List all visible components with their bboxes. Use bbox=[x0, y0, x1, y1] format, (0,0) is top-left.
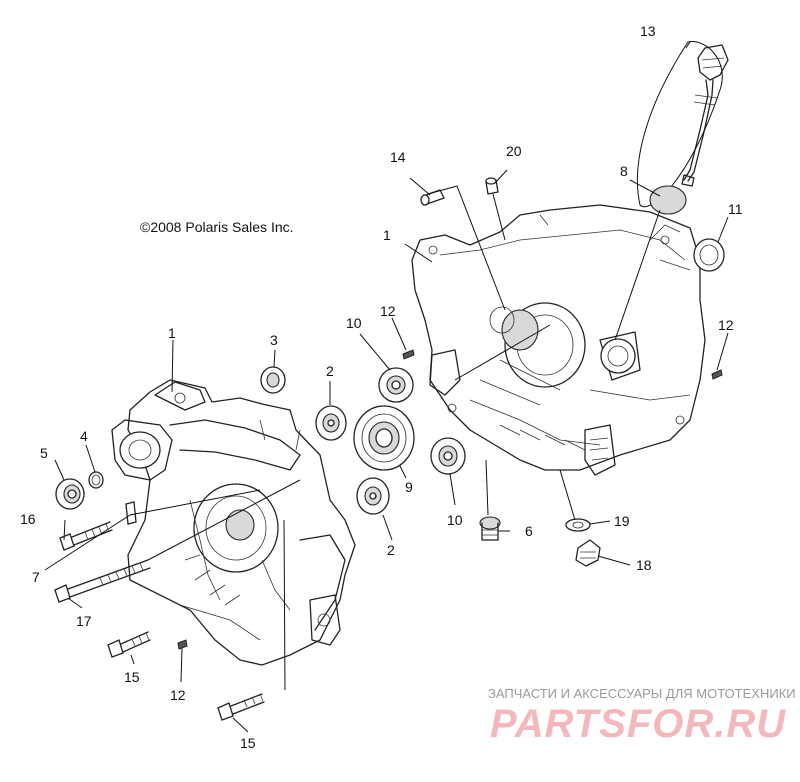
callout-19: 19 bbox=[614, 513, 630, 529]
dowel-pin-bottom bbox=[177, 639, 188, 650]
bearing-10-top bbox=[378, 367, 414, 403]
watermark: ЗАПЧАСТИ И АКСЕССУАРЫ ДЛЯ МОТОТЕХНИКИ PA… bbox=[488, 686, 796, 746]
callout-15-bottom: 15 bbox=[240, 735, 256, 751]
plug-18 bbox=[575, 539, 601, 567]
callout-1-right: 1 bbox=[383, 227, 391, 243]
callout-17: 17 bbox=[76, 613, 92, 629]
dowel-pin-right bbox=[711, 369, 723, 380]
callout-13: 13 bbox=[640, 23, 656, 39]
watermark-brand: PARTSFOR.RU bbox=[490, 702, 786, 746]
bolt-17 bbox=[54, 559, 151, 603]
o-ring bbox=[649, 185, 687, 215]
callout-12-top: 12 bbox=[380, 303, 396, 319]
leader-lines bbox=[44, 41, 729, 733]
bearing-10-bottom bbox=[430, 437, 466, 475]
callout-12-right: 12 bbox=[718, 317, 734, 333]
callout-18: 18 bbox=[636, 557, 652, 573]
left-crankcase-half bbox=[111, 379, 356, 666]
bolt-15-bottom bbox=[217, 693, 265, 721]
seal-right bbox=[693, 238, 725, 272]
callout-7: 7 bbox=[32, 569, 40, 585]
callout-8: 8 bbox=[620, 163, 628, 179]
bolt-15-left bbox=[107, 631, 151, 658]
callout-12-bottom: 12 bbox=[170, 687, 186, 703]
callout-15-left: 15 bbox=[124, 669, 140, 685]
bolt-16 bbox=[59, 521, 113, 551]
drain-plug-6 bbox=[479, 516, 501, 541]
callout-5: 5 bbox=[40, 445, 48, 461]
callout-3: 3 bbox=[270, 332, 278, 348]
callout-4: 4 bbox=[80, 428, 88, 444]
callout-6: 6 bbox=[525, 523, 533, 539]
ring-4-inner bbox=[91, 474, 101, 486]
bearing-9-large bbox=[353, 405, 415, 471]
right-crankcase-half bbox=[411, 204, 706, 476]
callout-14: 14 bbox=[390, 149, 406, 165]
sleeve-pin bbox=[485, 177, 499, 195]
callout-9: 9 bbox=[405, 479, 413, 495]
callout-10-bottom: 10 bbox=[447, 512, 463, 528]
ring-4 bbox=[88, 471, 104, 489]
bearing-2-bottom bbox=[356, 477, 390, 515]
seal-3 bbox=[260, 366, 286, 394]
callout-2-top: 2 bbox=[326, 363, 334, 379]
washer-19 bbox=[565, 518, 591, 532]
callout-1-left: 1 bbox=[168, 325, 176, 341]
copyright-text: ©2008 Polaris Sales Inc. bbox=[140, 219, 294, 235]
callout-16: 16 bbox=[20, 511, 36, 527]
dowel-7 bbox=[125, 501, 137, 525]
callout-20: 20 bbox=[506, 143, 522, 159]
watermark-tagline: ЗАПЧАСТИ И АКСЕССУАРЫ ДЛЯ МОТОТЕХНИКИ bbox=[488, 686, 796, 701]
dipstick bbox=[637, 41, 729, 208]
callout-11: 11 bbox=[728, 201, 743, 217]
dowel-pin-center bbox=[402, 349, 415, 360]
callout-2-bottom: 2 bbox=[387, 542, 395, 558]
seal-5 bbox=[55, 478, 85, 510]
bearing-2-top bbox=[315, 405, 347, 441]
callout-10-top: 10 bbox=[346, 315, 362, 331]
callout-labels: 1 1 2 2 3 4 5 6 7 8 9 10 10 11 12 12 12 … bbox=[20, 23, 743, 751]
